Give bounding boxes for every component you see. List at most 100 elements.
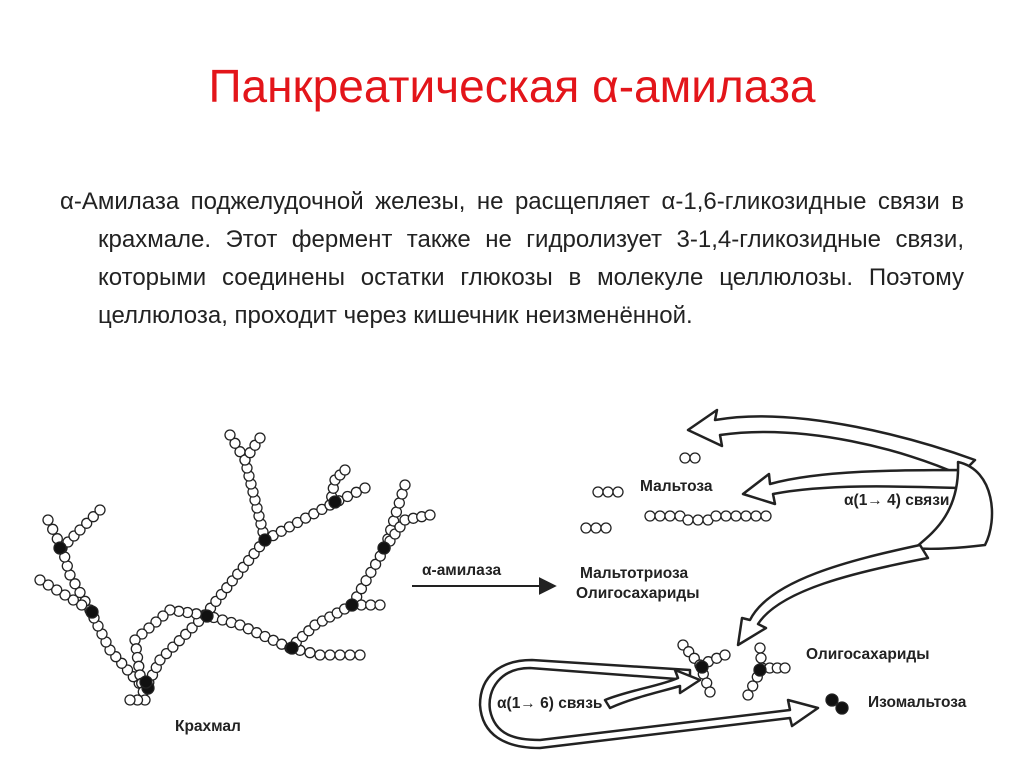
glucose-unit <box>81 517 93 529</box>
glucose-unit <box>692 514 704 526</box>
branch-point <box>139 675 153 689</box>
glucose-unit <box>229 437 241 449</box>
glucose-unit <box>51 584 63 596</box>
slide-title: Панкреатическая α-амилаза <box>208 60 816 112</box>
glucose-unit <box>324 649 336 661</box>
glucose-unit <box>42 514 54 526</box>
alpha16-arrow-inner <box>603 668 702 710</box>
glucose-unit <box>602 486 614 498</box>
maltotriose-label: Мальтотриоза <box>580 565 689 582</box>
paragraph-text: α-Амилаза поджелудочной железы, не расще… <box>60 188 964 329</box>
glucose-unit <box>143 622 155 634</box>
branch-point <box>835 701 849 715</box>
starch-label: Крахмал <box>175 718 241 735</box>
starch-molecule <box>34 429 436 706</box>
glucose-unit <box>42 579 54 591</box>
glucose-unit <box>679 452 691 464</box>
glucose-unit <box>350 486 362 498</box>
flow-arrows <box>478 408 994 750</box>
glucose-unit <box>344 649 356 661</box>
glucose-unit <box>600 522 612 534</box>
glucose-unit <box>747 680 759 692</box>
glucose-unit <box>74 586 86 599</box>
glucose-unit <box>360 574 372 587</box>
glucose-unit <box>374 599 386 611</box>
glucose-unit <box>682 514 694 526</box>
glucose-unit <box>74 524 86 536</box>
glucose-unit <box>644 510 656 522</box>
branch-point <box>200 609 214 623</box>
glucose-unit <box>69 578 81 590</box>
glucose-unit <box>314 649 326 661</box>
glucose-unit <box>612 486 624 498</box>
glucose-unit <box>59 589 71 601</box>
alpha16-label: α(1→ 6) связь <box>497 695 602 712</box>
alpha14-arrow-down <box>736 543 930 647</box>
alpha14-arrow-top <box>686 408 977 477</box>
product-molecules <box>580 452 849 715</box>
glucose-unit <box>730 510 742 522</box>
branch-point <box>258 533 272 547</box>
glucose-unit <box>334 649 346 661</box>
branch-point <box>753 663 767 677</box>
branch-point <box>285 641 299 655</box>
glucose-unit <box>755 652 767 664</box>
glucose-unit <box>254 432 266 444</box>
glucose-unit <box>720 510 732 522</box>
glucose-unit <box>359 482 371 494</box>
branch-point <box>53 541 67 555</box>
glucose-unit <box>136 628 148 640</box>
glucose-unit <box>304 647 316 659</box>
branch-point <box>328 495 342 509</box>
maltose-label: Мальтоза <box>640 478 713 495</box>
glucose-unit <box>157 610 169 622</box>
alpha14-bracket <box>913 460 994 551</box>
branch-point <box>377 541 391 555</box>
branch-point <box>85 605 99 619</box>
glucose-unit <box>67 594 79 606</box>
oligosaccharides-label-2: Олигосахариды <box>806 646 930 663</box>
alpha14-label: α(1→ 4) связи <box>844 492 949 509</box>
glucose-unit <box>94 504 106 516</box>
branch-point <box>695 660 709 674</box>
glucose-unit <box>186 622 198 634</box>
body-paragraph: α-Амилаза поджелудочной железы, не расще… <box>60 183 964 335</box>
glucose-unit <box>164 604 176 616</box>
glucose-unit <box>87 511 99 523</box>
glucose-unit <box>339 464 351 476</box>
glucose-unit <box>740 510 752 522</box>
glucose-unit <box>750 510 762 522</box>
glucose-unit <box>124 694 136 706</box>
glucose-unit <box>369 558 382 570</box>
glucose-unit <box>399 479 411 491</box>
alpha14-arrow-mid <box>741 468 967 506</box>
enzyme-label: α-амилаза <box>422 562 501 579</box>
glucose-unit <box>779 662 791 674</box>
glucose-unit <box>580 522 592 534</box>
glucose-unit <box>760 510 772 522</box>
glucose-unit <box>47 523 59 535</box>
glucose-unit <box>224 429 236 441</box>
glucose-unit <box>424 509 436 521</box>
oligosaccharides-label-1: Олигосахариды <box>576 585 700 602</box>
glucose-unit <box>341 490 354 503</box>
glucose-unit <box>160 647 173 660</box>
branch-point <box>345 598 359 612</box>
glucose-unit <box>754 642 766 654</box>
isomaltose-label: Изомальтоза <box>868 694 967 711</box>
glucose-unit <box>710 510 722 522</box>
glucose-unit <box>34 574 46 586</box>
glucose-unit <box>664 510 676 522</box>
glucose-unit <box>365 599 377 611</box>
glucose-unit <box>742 689 754 701</box>
glucose-unit <box>654 510 666 522</box>
glucose-unit <box>704 686 716 698</box>
glucose-unit <box>150 616 162 628</box>
glucose-unit <box>590 522 602 534</box>
alpha16-arrow-loop <box>478 658 820 750</box>
glucose-unit <box>76 599 88 611</box>
glucose-unit <box>592 486 604 498</box>
glucose-unit <box>719 649 731 661</box>
branch-point <box>825 693 839 707</box>
